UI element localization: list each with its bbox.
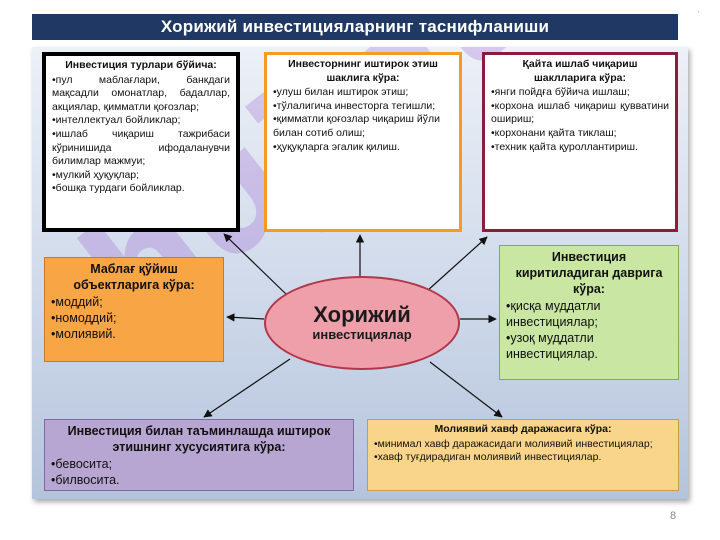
central-node-title: Хорижий [313,302,411,327]
list-item: •корхона ишлаб чиқариш қувватини ошириш; [491,99,669,126]
connector-lines [203,233,503,418]
arrow-to-by-risk [429,361,503,418]
box-title: Инвестиция киритиладиган даврига кўра: [515,250,663,296]
box-title: Инвесторнинг иштирок этиш шаклига кўра: [288,58,438,84]
box-by-investment-type: Инвестиция турлари бўйича: •пул маблағла… [42,52,240,232]
list-item: •ишлаб чиқариш тажрибаси кўринишида ифод… [52,127,230,168]
slide-title: Хорижий инвестицияларнинг таснифланиши [32,14,678,40]
list-item: •билвосита. [51,473,120,487]
list-item: •номоддий; [51,311,117,325]
list-item: •қисқа муддатли инвестициялар; [506,299,601,329]
box-by-reproduction-form: Қайта ишлаб чиқариш шаклларига кўра: •ян… [482,52,678,232]
list-item: •интеллектуал бойликлар; [52,114,181,127]
box-title: Молиявий хавф даражасига кўра: [434,423,612,435]
list-item: •тўлалигича инвесторга тегишли; [273,99,436,112]
list-item: •хавф туғдирадиган молиявий инвестицияла… [374,451,602,464]
arrow-to-by-type [223,233,288,296]
list-item: •ҳуқуқларга эгалик қилиш. [273,140,400,153]
list-item: •минимал хавф даражасидаги молиявий инве… [374,437,653,450]
list-item: •моддий; [51,295,103,309]
box-by-participation-form: Инвесторнинг иштирок этиш шаклига кўра: … [264,52,462,232]
list-item: •бевосита; [51,457,113,471]
box-title: Маблағ қўйиш объектларига кўра: [73,262,195,292]
central-node: Хорижий инвестициялар [264,276,460,370]
list-item: •мулкий ҳуқуқлар; [52,168,140,181]
list-item: •узоқ муддатли инвестициялар. [506,331,598,361]
list-item: •янги пойдға бўйича ишлаш; [491,86,630,99]
box-by-financial-risk: Молиявий хавф даражасига кўра: •минимал … [367,419,679,491]
box-title: Инвестиция турлари бўйича: [65,59,217,71]
box-by-investment-objects: Маблағ қўйиш объектларига кўра: •моддий;… [44,257,224,362]
box-by-participation-nature: Инвестиция билан таъминлашда иштирок эти… [44,419,354,491]
list-item: •улуш билан иштирок этиш; [273,86,409,99]
list-item: •корхонани қайта тиклаш; [491,126,617,139]
arrow-to-by-ownership [203,358,291,418]
list-item: •техник қайта қуроллантириш. [491,140,638,153]
arrow-to-by-objects [226,313,265,322]
arrow-to-by-reproduction [426,236,488,292]
page-number: 8 [670,510,677,522]
box-title: Қайта ишлаб чиқариш шаклларига кўра: [522,58,638,84]
list-item: •молиявий. [51,327,116,341]
list-item: •қимматли қоғозлар чиқариш йўли билан со… [273,113,440,139]
corner-mark: ` [697,10,700,20]
diagram-panel: hujjat Инвестиция турлари бўйича: •пул м… [32,47,688,499]
list-item: •пул маблағлари, банкдаги мақсадли омона… [52,73,230,113]
central-node-subtitle: инвестициялар [312,327,412,342]
list-item: •бошқа турдаги бойликлар. [52,182,185,195]
box-title: Инвестиция билан таъминлашда иштирок эти… [67,424,331,454]
box-by-investment-period: Инвестиция киритиладиган даврига кўра: •… [499,245,679,380]
